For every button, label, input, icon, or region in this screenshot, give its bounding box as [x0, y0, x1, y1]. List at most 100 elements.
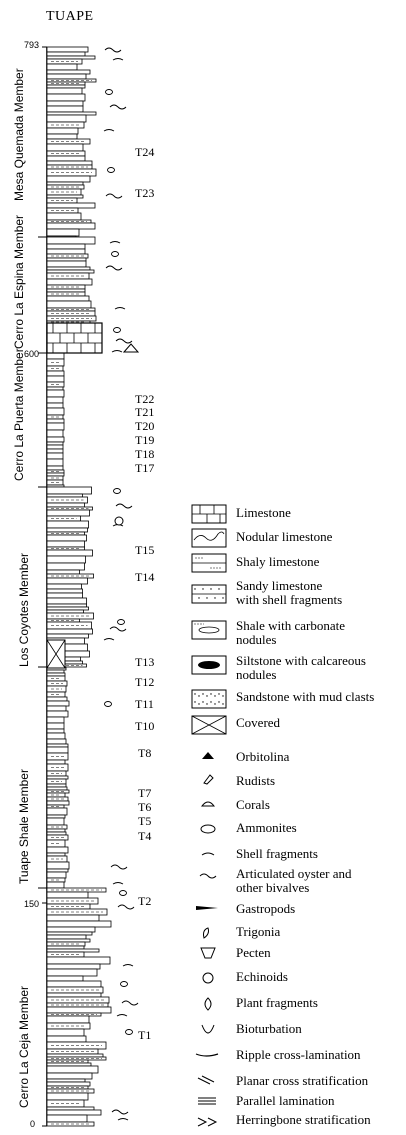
- bed: [46, 562, 85, 571]
- bed: [46, 448, 64, 454]
- bed: [46, 295, 90, 302]
- bed: [46, 1028, 85, 1037]
- bed: [46, 743, 69, 748]
- bed: [46, 881, 65, 889]
- bed: [46, 1015, 90, 1024]
- echinoid-mark: [114, 516, 124, 526]
- shell-fragment-mark: [112, 882, 124, 885]
- ammonite-mark: [107, 167, 115, 173]
- bed: [46, 111, 97, 116]
- bed: [46, 509, 90, 517]
- bivalve-mark: [121, 1000, 139, 1006]
- bed: [46, 386, 64, 391]
- bed: [46, 1109, 102, 1116]
- bed: [46, 975, 84, 982]
- bivalve-mark: [105, 265, 123, 271]
- bed: [46, 155, 86, 162]
- sandstone-pattern: [191, 689, 227, 709]
- member-tuape-shale: Tuape Shale Member: [17, 769, 31, 884]
- bed: [46, 1062, 92, 1067]
- shell-fragment-mark: [122, 964, 134, 967]
- sample-label: T19: [135, 433, 155, 447]
- bed: [46, 968, 98, 977]
- sandy-limestone-pattern: [218, 588, 220, 590]
- shell-fragment-mark: [116, 1014, 128, 1017]
- bivalve-mark: [104, 47, 122, 53]
- bed: [46, 963, 101, 970]
- bed: [46, 861, 70, 870]
- sandstone-pattern: [222, 695, 224, 697]
- ammonite-mark: [119, 890, 127, 896]
- bed: [46, 175, 91, 183]
- bed: [46, 228, 80, 237]
- bed: [46, 236, 96, 245]
- sandstone-pattern: [218, 693, 220, 695]
- bivalve-mark: [115, 503, 133, 509]
- bed: [46, 479, 64, 486]
- bivalve-mark: [111, 1109, 129, 1115]
- bed: [46, 609, 84, 614]
- bed: [46, 269, 95, 274]
- shale-nodules-pattern: [191, 620, 227, 640]
- bivalve-icon: [199, 873, 217, 879]
- shell-fragment-mark: [109, 241, 121, 244]
- tick-label-150: 150: [24, 899, 40, 909]
- bed: [46, 1121, 95, 1127]
- bed: [46, 407, 65, 416]
- bed: [46, 502, 85, 508]
- sandy-limestone-pattern: [214, 597, 216, 599]
- ammonite-mark: [113, 488, 121, 494]
- bed: [46, 143, 84, 152]
- bed: [46, 520, 89, 529]
- bed: [46, 831, 67, 836]
- bed: [46, 759, 66, 765]
- bed: [46, 133, 78, 140]
- bivalve-mark: [109, 104, 127, 110]
- bed: [46, 212, 82, 221]
- pecten-icon: [200, 947, 216, 959]
- bed: [46, 633, 89, 639]
- member-cerro-la-espina: Cerro La Espina Member: [12, 214, 26, 349]
- parallel-lamination-icon: [198, 1097, 216, 1105]
- bed: [46, 1065, 99, 1074]
- ammonite-mark: [111, 251, 119, 257]
- sample-label: T22: [135, 392, 155, 406]
- sandstone-pattern: [210, 693, 212, 695]
- shell-fragment-mark: [117, 1118, 129, 1121]
- bed: [46, 429, 64, 438]
- bed: [46, 592, 83, 599]
- bed: [46, 1078, 86, 1083]
- sample-label: T8: [138, 746, 152, 760]
- coral-mark: [122, 343, 140, 353]
- ammonite-mark: [104, 701, 112, 707]
- shell-fragment-mark: [103, 638, 115, 641]
- sandy-limestone-pattern: [194, 588, 196, 590]
- bed: [46, 569, 80, 575]
- bed: [46, 114, 87, 123]
- bed: [46, 266, 91, 271]
- bed: [46, 73, 87, 80]
- bed: [46, 414, 64, 420]
- sandy-limestone-pattern: [198, 597, 200, 599]
- echinoid-icon: [202, 972, 214, 984]
- sample-label: T24: [135, 145, 155, 159]
- bed: [46, 956, 111, 965]
- bed: [46, 746, 69, 754]
- member-mesa-quemada: Mesa Quemada Member: [12, 68, 26, 201]
- bed: [46, 527, 88, 533]
- nodular-limestone-pattern: [191, 528, 227, 548]
- sample-label: T17: [135, 461, 155, 475]
- covered-cross: [46, 639, 66, 669]
- bed: [46, 452, 64, 460]
- bed: [46, 472, 65, 477]
- sandstone-pattern: [194, 701, 196, 703]
- bed: [46, 696, 68, 702]
- sandstone-pattern: [202, 701, 204, 703]
- bed: [46, 931, 93, 936]
- shell-fragment-icon: [201, 852, 215, 856]
- sandstone-pattern: [222, 703, 224, 705]
- bed: [46, 783, 67, 788]
- sample-label: T1: [138, 1028, 152, 1042]
- bivalve-mark: [109, 626, 127, 632]
